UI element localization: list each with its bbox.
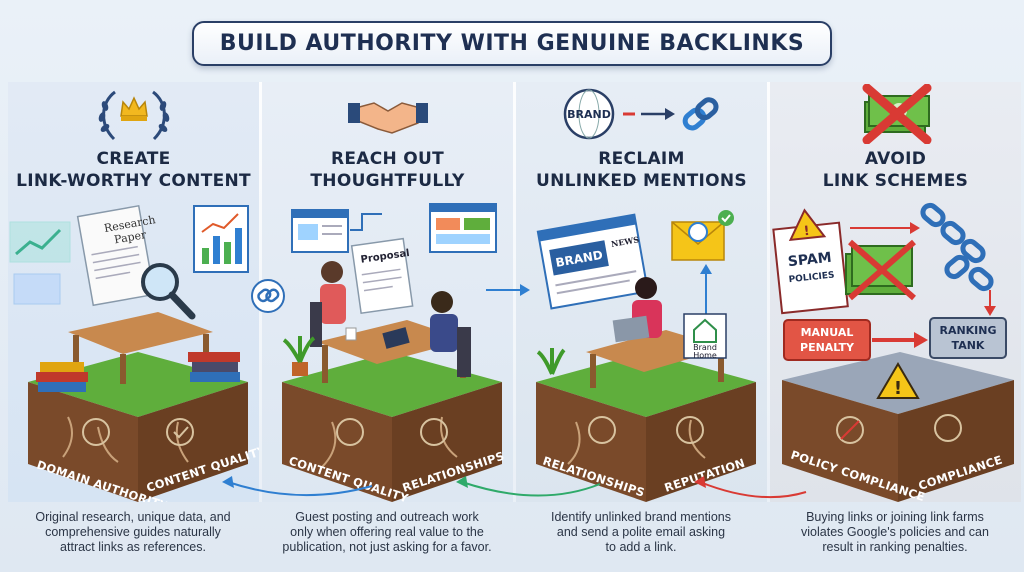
scene-mentions: BRAND NEWS xyxy=(516,202,767,502)
ranking-tank-box: RANKING TANK xyxy=(929,317,1007,359)
handshake-icon xyxy=(262,84,513,144)
chart-board-icon xyxy=(193,205,249,273)
laurel-crown-icon xyxy=(8,84,259,144)
panel-avoid-schemes: AVOID LINK SCHEMES ! SPAM POLICIES xyxy=(770,82,1021,504)
panel-divider xyxy=(767,82,771,502)
penalty-line-2: PENALTY xyxy=(800,341,855,354)
scene-schemes: ! SPAM POLICIES xyxy=(770,202,1021,504)
document-icon xyxy=(336,418,364,446)
magnifier-icon xyxy=(141,263,196,320)
penalty-line-1: MANUAL xyxy=(801,326,854,339)
description-reach-out: Guest posting and outreach work only whe… xyxy=(262,510,512,555)
description-line: publication, not just asking for a favor… xyxy=(282,540,492,554)
description-create: Original research, unique data, and comp… xyxy=(8,510,258,555)
brand-link-icon: BRAND xyxy=(516,84,767,144)
heading-line-1: CREATE xyxy=(96,149,171,169)
heading-line-1: REACH OUT xyxy=(330,149,445,169)
description-line: and send a polite email asking xyxy=(556,525,726,539)
plant-icon xyxy=(282,336,316,376)
ranking-line-2: TANK xyxy=(952,339,985,352)
description-line: Guest posting and outreach work xyxy=(295,510,479,524)
description-line: Original research, unique data, and xyxy=(35,510,231,524)
panel-reach-out: REACH OUT THOUGHTFULLY xyxy=(262,82,513,506)
spam-policies-sign: ! SPAM POLICIES xyxy=(772,208,849,315)
email-icon xyxy=(671,210,734,261)
heading-line-2: UNLINKED MENTIONS xyxy=(536,171,747,191)
heading-reclaim: RECLAIM UNLINKED MENTIONS xyxy=(516,148,767,192)
news-site-icon: BRAND NEWS xyxy=(536,213,650,310)
heading-line-2: LINK SCHEMES xyxy=(822,171,969,191)
description-avoid: Buying links or joining link farms viola… xyxy=(770,510,1020,555)
connector-chain-icon xyxy=(251,279,285,313)
shield-icon xyxy=(934,414,962,442)
heading-line-1: RECLAIM xyxy=(598,149,685,169)
description-line: attract links as references. xyxy=(60,540,206,554)
brand-badge: BRAND xyxy=(567,108,611,121)
description-line: to add a link. xyxy=(605,540,677,554)
description-line: Identify unlinked brand mentions xyxy=(551,510,731,524)
panel-divider xyxy=(513,82,517,502)
heading-line-2: THOUGHTFULLY xyxy=(310,171,465,191)
panel-reclaim-mentions: BRAND RECLAIM UNLINKED MENTIONS BRAND xyxy=(516,82,767,502)
spam-line-1: SPAM xyxy=(787,250,832,270)
description-line: only when offering real value to the xyxy=(290,525,484,539)
manual-penalty-box: MANUAL PENALTY xyxy=(783,319,871,361)
ranking-line-1: RANKING xyxy=(939,324,996,337)
browser-window-icon xyxy=(429,203,497,253)
description-reclaim: Identify unlinked brand mentions and sen… xyxy=(516,510,766,555)
description-line: comprehensive guides naturally xyxy=(45,525,221,539)
home-label-2: Home xyxy=(693,351,717,360)
svg-text:!: ! xyxy=(803,224,810,240)
news-label: NEWS xyxy=(610,234,640,249)
svg-text:!: ! xyxy=(894,378,902,399)
plant-icon xyxy=(536,348,566,375)
description-line: violates Google's policies and can xyxy=(801,525,989,539)
page-title: BUILD AUTHORITY WITH GENUINE BACKLINKS xyxy=(219,30,805,56)
no-entry-icon xyxy=(836,416,864,444)
heading-avoid: AVOID LINK SCHEMES xyxy=(770,148,1021,192)
heart-icon xyxy=(420,418,448,446)
handshake-small-icon xyxy=(588,416,616,444)
scene-outreach: Proposal CONTENT QUALITY RELATIONSHIPS xyxy=(262,202,513,506)
home-label-1: Brand xyxy=(693,343,717,352)
heading-line-1: AVOID xyxy=(864,149,927,169)
heading-line-2: LINK-WORTHY CONTENT xyxy=(16,171,251,191)
heading-create: CREATE LINK-WORTHY CONTENT xyxy=(8,148,259,192)
title-banner: BUILD AUTHORITY WITH GENUINE BACKLINKS xyxy=(0,0,1024,86)
description-line: Buying links or joining link farms xyxy=(806,510,984,524)
money-cross-icon xyxy=(770,84,1021,144)
spam-line-2: POLICIES xyxy=(788,270,835,285)
browser-window-icon xyxy=(291,209,349,253)
gear-icon xyxy=(82,418,110,446)
warning-icon: ! xyxy=(876,362,920,399)
description-line: result in ranking penalties. xyxy=(822,540,968,554)
money-cross-small-icon xyxy=(845,239,916,301)
check-shield-icon xyxy=(166,418,194,446)
heading-reach-out: REACH OUT THOUGHTFULLY xyxy=(262,148,513,192)
hologram-chart-icon xyxy=(9,221,71,305)
star-icon xyxy=(676,416,704,444)
paper-label-2: Paper xyxy=(113,228,148,247)
chain-links-icon xyxy=(920,202,994,292)
title-box: BUILD AUTHORITY WITH GENUINE BACKLINKS xyxy=(191,20,833,66)
brand-home-icon: Brand Home xyxy=(683,313,727,360)
